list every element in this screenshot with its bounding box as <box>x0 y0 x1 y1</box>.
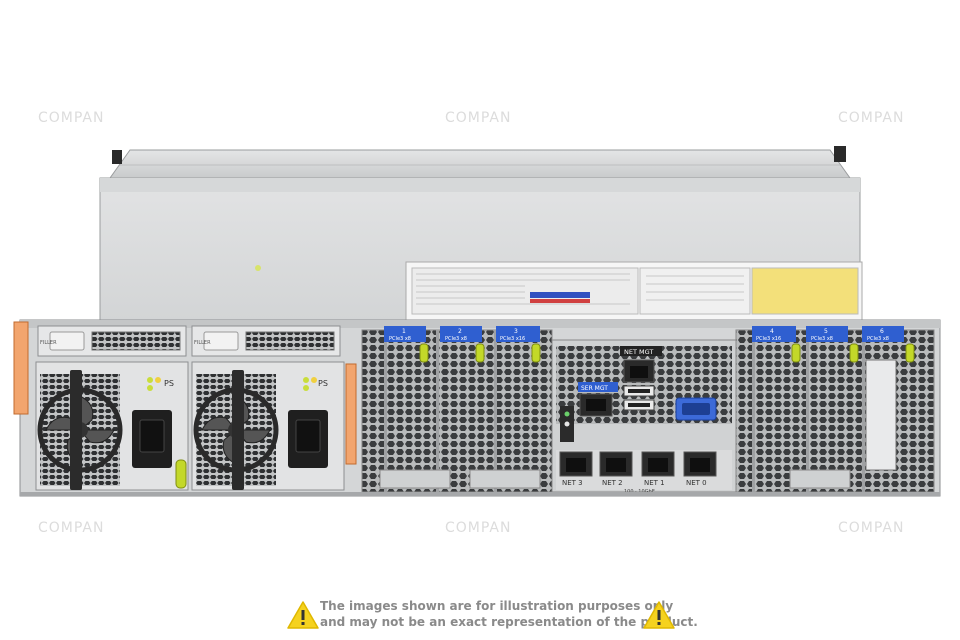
chassis-side-tab <box>13 321 29 415</box>
watermark: COMPAN <box>38 110 105 126</box>
disclaimer: The images shown are for illustration pu… <box>0 598 960 634</box>
psu-handle[interactable] <box>232 370 244 490</box>
psu-release-latch[interactable] <box>175 459 187 489</box>
slot-label-4: 4 PCIe3 x16 <box>752 326 796 342</box>
warning-icon <box>287 601 319 629</box>
filler-panel: FILLER <box>37 325 187 357</box>
svg-text:PCIe3 x8: PCIe3 x8 <box>867 336 889 342</box>
svg-text:3: 3 <box>514 328 518 335</box>
psu-side-label <box>345 363 357 465</box>
disclaimer-line-2: and may not be an exact representation o… <box>320 615 698 629</box>
svg-text:4: 4 <box>770 328 774 335</box>
svg-text:PCIe3 x8: PCIe3 x8 <box>811 336 833 342</box>
svg-text:NET 2: NET 2 <box>602 479 623 487</box>
watermark: COMPAN <box>38 520 105 536</box>
pcie-bay-right <box>735 329 935 493</box>
slot-label-6: 6 PCIe3 x8 <box>862 326 904 342</box>
pcie-latch[interactable] <box>419 343 915 363</box>
slot-label-5: 5 PCIe3 x8 <box>806 326 848 342</box>
net-port[interactable]: NET 0 <box>683 451 717 487</box>
power-supply: PS <box>35 361 189 491</box>
server-rear-view: FILLER FILLER PS <box>13 146 941 497</box>
svg-text:FILLER: FILLER <box>40 340 57 346</box>
watermark: COMPAN <box>838 110 905 126</box>
svg-text:SER MGT: SER MGT <box>581 385 608 392</box>
watermark: COMPAN <box>445 110 512 126</box>
svg-text:PS: PS <box>318 379 328 388</box>
svg-text:NET 3: NET 3 <box>562 479 583 487</box>
slot-label-2: 2 PCIe3 x8 <box>440 326 482 342</box>
watermark: COMPAN <box>838 520 905 536</box>
compliance-label <box>405 261 863 321</box>
disclaimer-line-1: The images shown are for illustration pu… <box>320 599 674 613</box>
net-port[interactable]: NET 1 <box>641 451 675 487</box>
svg-text:5: 5 <box>824 328 828 335</box>
warning-icon <box>643 601 675 629</box>
svg-text:PCIe3 x8: PCIe3 x8 <box>445 336 467 342</box>
slot-label-3: 3 PCIe3 x16 <box>496 326 540 342</box>
svg-text:1: 1 <box>402 328 406 335</box>
svg-text:NET 1: NET 1 <box>644 479 665 487</box>
psu-handle[interactable] <box>70 370 82 490</box>
slot-label-1: 1 PCIe3 x8 <box>384 326 426 342</box>
svg-text:PCIe3 x16: PCIe3 x16 <box>500 336 525 342</box>
net-port[interactable]: NET 3 <box>559 451 593 487</box>
svg-text:NET 0: NET 0 <box>686 479 707 487</box>
power-supply: PS <box>191 361 345 491</box>
svg-text:PCIe3 x8: PCIe3 x8 <box>389 336 411 342</box>
watermark: COMPAN <box>445 520 512 536</box>
svg-text:2: 2 <box>458 328 462 335</box>
indicator-dot <box>255 265 261 271</box>
pcie-bay-left <box>361 329 553 493</box>
net-port[interactable]: NET 2 <box>599 451 633 487</box>
svg-text:PCIe3 x16: PCIe3 x16 <box>756 336 781 342</box>
filler-panel: FILLER <box>191 325 341 357</box>
svg-text:6: 6 <box>880 328 884 335</box>
svg-text:FILLER: FILLER <box>194 340 211 346</box>
svg-text:PS: PS <box>164 379 174 388</box>
svg-text:NET MGT: NET MGT <box>624 348 653 356</box>
